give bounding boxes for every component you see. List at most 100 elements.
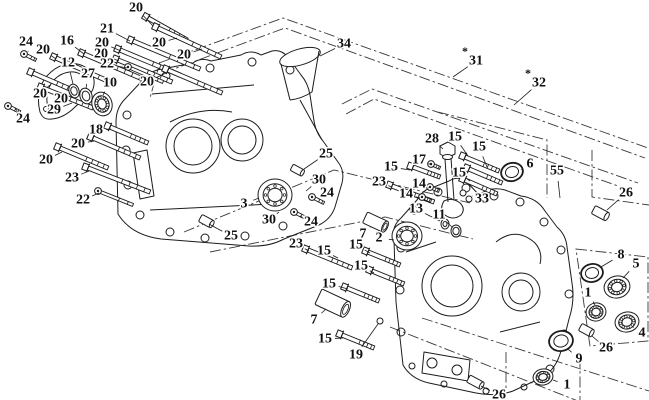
phantom-line: [158, 17, 649, 149]
oil-seal: [548, 330, 574, 352]
thread: [497, 179, 501, 185]
thread: [135, 184, 139, 190]
thread: [213, 51, 217, 57]
leader-line: [557, 180, 561, 199]
ring: [267, 187, 283, 203]
left-case-rib: [299, 99, 323, 141]
bearing-ball: [399, 239, 403, 244]
o-ring: [450, 224, 462, 238]
screw: [427, 160, 442, 170]
leader-line: [460, 145, 469, 157]
bearing-ball: [599, 309, 604, 313]
bolt: [361, 246, 402, 268]
thread: [365, 342, 369, 348]
thread: [435, 164, 438, 169]
bearing-ball: [621, 325, 625, 329]
part-number-2: 2: [376, 231, 383, 246]
screw: [418, 193, 433, 203]
bolt: [53, 142, 110, 171]
part-number-20: 20: [71, 137, 85, 152]
thread: [156, 77, 159, 82]
ring: [442, 221, 448, 227]
right-case-boss: [396, 327, 406, 337]
bearing-ball: [542, 379, 546, 384]
thread: [388, 258, 391, 264]
leader-line: [452, 66, 469, 78]
thread: [493, 177, 497, 183]
leader-line: [69, 72, 74, 85]
leader-line: [388, 185, 393, 188]
screw-head-center: [6, 104, 10, 108]
leader-line: [155, 72, 167, 79]
o-ring: [79, 87, 93, 105]
dowel-pins-and-sleeves: [198, 164, 610, 390]
tensioner-28-arm: [441, 198, 464, 219]
cylinder-boss-34: [279, 46, 321, 68]
thread: [96, 161, 100, 167]
leader-line: [299, 215, 303, 218]
thread: [330, 257, 334, 263]
bearing-ball: [597, 306, 601, 310]
bolt: [85, 132, 142, 161]
ball-bearing: [585, 302, 607, 322]
bearing-ball: [95, 104, 99, 108]
bearing-ball: [273, 202, 277, 206]
bolt: [461, 163, 504, 186]
asterisk-mark: *: [525, 66, 531, 80]
part-number-13: 13: [409, 202, 423, 217]
part-number-11: 11: [432, 208, 445, 223]
part-number-6: 6: [527, 157, 534, 172]
leader-line: [85, 83, 88, 90]
part-number-20: 20: [36, 43, 50, 58]
dowel-end: [588, 328, 595, 338]
washer: [115, 55, 121, 65]
cylinder-boss-34: [289, 91, 313, 101]
washer: [90, 133, 96, 143]
part-number-29: 29: [47, 103, 61, 118]
phantom-line: [162, 27, 646, 159]
left-case-boss: [165, 227, 175, 237]
part-number-23: 23: [289, 237, 303, 252]
right-case-bore: [508, 279, 534, 305]
part-number-15: 15: [448, 130, 462, 145]
bolt-shank: [345, 285, 381, 304]
thread: [29, 55, 33, 60]
part-number-30: 30: [262, 213, 276, 228]
leader-line: [253, 197, 260, 201]
screw: [94, 187, 135, 207]
thread: [147, 74, 151, 78]
thread: [151, 61, 155, 67]
right-case-arch: [495, 233, 542, 265]
part-number-25: 25: [319, 147, 333, 162]
thread: [90, 158, 94, 164]
left-case-boss: [205, 63, 215, 73]
crankcase-line-art: [37, 46, 574, 396]
dowel-pin: [578, 323, 595, 338]
part-number-14: 14: [412, 177, 426, 192]
bolt-shank: [166, 67, 224, 96]
leader-line: [622, 271, 630, 279]
phantom-line: [575, 248, 649, 347]
leader-line: [606, 199, 619, 211]
thread: [370, 295, 374, 301]
leader-line: [338, 286, 349, 290]
thread: [176, 57, 180, 63]
phantom-line: [591, 150, 649, 206]
part-number-15: 15: [318, 332, 332, 347]
part-number-22: 22: [76, 193, 90, 208]
part-number-24: 24: [19, 35, 33, 50]
part-number-19: 19: [349, 348, 363, 363]
thread: [196, 80, 200, 86]
leader-line: [305, 186, 312, 192]
asterisk-mark: *: [462, 44, 468, 58]
part-number-26: 26: [619, 186, 633, 201]
thread: [426, 197, 429, 202]
screw-head-center: [126, 65, 130, 69]
bearing-ball: [105, 100, 109, 104]
bearing-ball: [619, 280, 623, 284]
right-case-boss: [409, 205, 419, 215]
thread: [75, 98, 78, 104]
thread: [87, 103, 90, 109]
bearing-ball: [266, 199, 270, 203]
